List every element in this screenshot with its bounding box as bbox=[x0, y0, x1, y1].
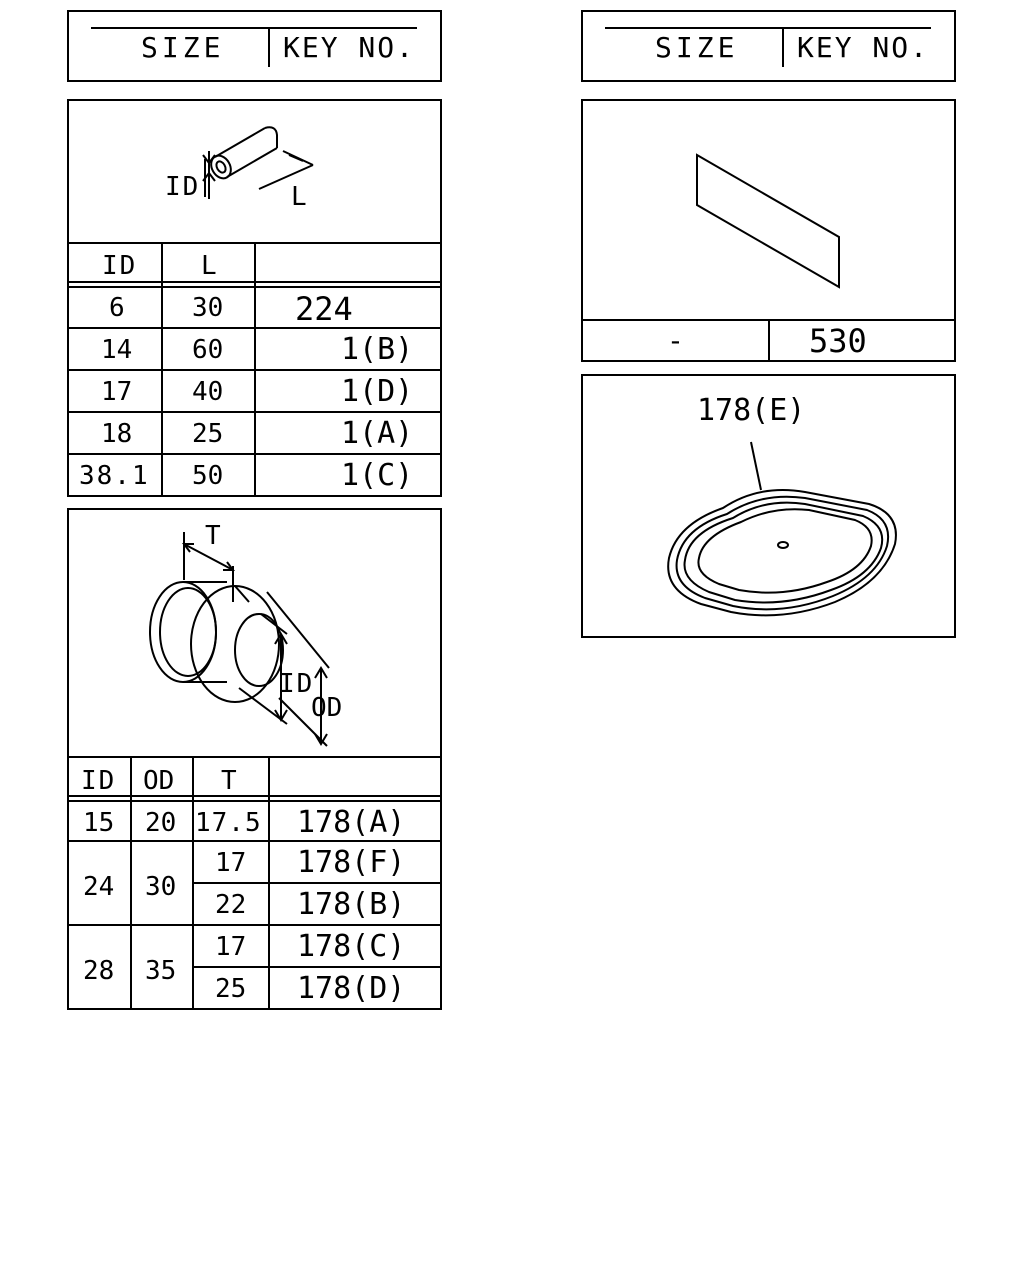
grommet-col-header-t: T bbox=[221, 766, 237, 796]
grommet-row-rule-2 bbox=[192, 882, 440, 884]
oval-outer-rim bbox=[667, 489, 897, 617]
tube-row-4-l: 50 bbox=[192, 461, 224, 491]
oval-callout: 178(E) bbox=[697, 393, 806, 428]
tube-col-header-id: ID bbox=[102, 251, 138, 281]
grommet-row-1-key: 178(F) bbox=[297, 845, 406, 880]
tube-row-0-l: 30 bbox=[192, 293, 224, 323]
grommet-col-header-od: OD bbox=[143, 766, 175, 796]
header-right: SIZE KEY NO. bbox=[581, 10, 956, 82]
oval-leader-line bbox=[750, 441, 762, 491]
grommet-row-1-od: 30 bbox=[145, 872, 177, 902]
header-right-divider bbox=[782, 27, 784, 67]
tube-row-4-key: 1(C) bbox=[341, 458, 414, 493]
grommet-row-4-t: 25 bbox=[215, 974, 247, 1004]
tube-row-0-key: 224 bbox=[295, 290, 353, 328]
tube-dim-id: ID bbox=[165, 172, 200, 202]
grommet-row-rule-1 bbox=[69, 840, 440, 842]
header-right-key-label: KEY NO. bbox=[797, 31, 930, 64]
grommet-col-rule-2 bbox=[192, 756, 194, 1008]
tube-row-0-id: 6 bbox=[109, 293, 125, 323]
grommet-table-top bbox=[69, 756, 440, 758]
grommet-col-rule-3 bbox=[268, 756, 270, 1008]
sheet-drawing bbox=[696, 153, 840, 289]
grommet-row-rule-3 bbox=[69, 924, 440, 926]
grommet-row-0-od: 20 bbox=[145, 808, 177, 838]
grommet-header-rule-b bbox=[69, 800, 440, 802]
tube-row-3-l: 25 bbox=[192, 419, 224, 449]
grommet-row-1-id: 24 bbox=[83, 872, 115, 902]
tube-row-1-key: 1(B) bbox=[341, 332, 414, 367]
oval-panel: 178(E) bbox=[581, 374, 956, 638]
tube-col-rule-2 bbox=[254, 242, 256, 495]
tube-row-1-id: 14 bbox=[101, 335, 133, 365]
tube-end-inner bbox=[215, 160, 227, 174]
sheet-outline bbox=[696, 153, 840, 289]
tube-row-1-l: 60 bbox=[192, 335, 224, 365]
tube-dim-l: L bbox=[291, 182, 307, 212]
grommet-row-0-id: 15 bbox=[83, 808, 115, 838]
oval-drawing bbox=[667, 441, 897, 617]
header-left-key-label: KEY NO. bbox=[283, 31, 416, 64]
tube-panel: ID L ID L 6 30 224 14 60 1(B) 17 40 1(D)… bbox=[67, 99, 442, 497]
grommet-bore bbox=[234, 613, 284, 687]
header-left-divider bbox=[268, 27, 270, 67]
grommet-dim-t: T bbox=[205, 521, 221, 551]
grommet-row-3-od: 35 bbox=[145, 956, 177, 986]
header-left-rule bbox=[91, 27, 417, 29]
tube-row-2-key: 1(D) bbox=[341, 374, 414, 409]
grommet-row-1-t: 17 bbox=[215, 848, 247, 878]
header-right-size-label: SIZE bbox=[655, 31, 739, 64]
tube-row-2-id: 17 bbox=[101, 377, 133, 407]
oval-center-hole bbox=[777, 541, 789, 549]
tube-col-header-l: L bbox=[201, 251, 217, 281]
header-right-rule bbox=[605, 27, 931, 29]
grommet-dim-id: ID bbox=[279, 669, 314, 699]
tube-row-4-id: 38.1 bbox=[79, 461, 150, 491]
oval-center-disc bbox=[697, 508, 873, 594]
grommet-col-rule-1 bbox=[130, 756, 132, 1008]
grommet-row-3-key: 178(C) bbox=[297, 929, 406, 964]
header-left: SIZE KEY NO. bbox=[67, 10, 442, 82]
tube-drawing: ID L bbox=[165, 126, 314, 212]
tube-row-3-key: 1(A) bbox=[341, 416, 414, 451]
grommet-col-header-id: ID bbox=[81, 766, 117, 796]
grommet-header-rule-a bbox=[69, 795, 440, 797]
tube-row-3-id: 18 bbox=[101, 419, 133, 449]
grommet-row-2-t: 22 bbox=[215, 890, 247, 920]
grommet-row-rule-4 bbox=[192, 966, 440, 968]
grommet-dim-od: OD bbox=[311, 693, 342, 723]
sheet-size: - bbox=[667, 324, 684, 357]
sheet-key: 530 bbox=[809, 322, 867, 360]
grommet-row-2-key: 178(B) bbox=[297, 887, 406, 922]
grommet-drawing: T ID OD bbox=[149, 521, 342, 747]
grommet-row-4-key: 178(D) bbox=[297, 971, 406, 1006]
header-left-size-label: SIZE bbox=[141, 31, 225, 64]
tube-col-rule-1 bbox=[161, 242, 163, 495]
tube-row-2-l: 40 bbox=[192, 377, 224, 407]
grommet-row-3-id: 28 bbox=[83, 956, 115, 986]
grommet-row-0-key: 178(A) bbox=[297, 805, 406, 840]
sheet-col-rule bbox=[768, 319, 770, 360]
sheet-panel: - 530 bbox=[581, 99, 956, 362]
grommet-panel: T ID OD ID OD T 15 20 17.5 178(A) 24 30 … bbox=[67, 508, 442, 1010]
grommet-row-0-t: 17.5 bbox=[195, 808, 262, 838]
grommet-row-3-t: 17 bbox=[215, 932, 247, 962]
